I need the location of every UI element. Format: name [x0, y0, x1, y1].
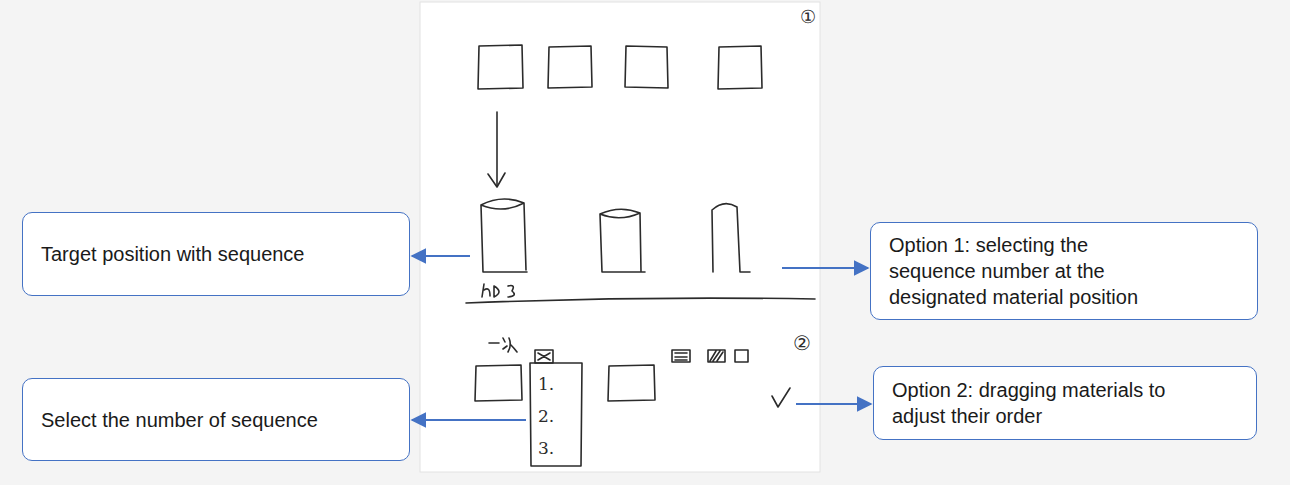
- sequence-number: 2.: [538, 408, 554, 425]
- leader-arrow: [412, 419, 526, 421]
- handwriting-scribble: [489, 338, 517, 352]
- callout-box: Select the number of sequence: [22, 378, 410, 461]
- callout-text: Option 2: dragging materials to adjust t…: [892, 377, 1174, 429]
- drag-thumbnail: [708, 350, 725, 362]
- check-mark: [772, 388, 790, 407]
- callout-text: Target position with sequence: [41, 241, 305, 267]
- target-cylinder: [712, 204, 750, 272]
- pencil-sketch: [466, 45, 815, 466]
- material-square: [475, 365, 522, 401]
- dropdown-header: [535, 350, 553, 363]
- dropdown-list: [530, 363, 582, 466]
- sequence-number: 1.: [538, 376, 554, 393]
- drag-thumbnail: [735, 350, 748, 362]
- paper-sheet: [420, 2, 820, 472]
- material-square: [608, 365, 655, 401]
- leader-arrow: [796, 403, 871, 405]
- target-cylinder: [600, 209, 645, 272]
- sketch-arrow-head: [488, 173, 505, 187]
- callout-box: Option 1: selecting the sequence number …: [870, 222, 1258, 320]
- material-square: [478, 45, 523, 89]
- callout-text: Option 1: selecting the sequence number …: [889, 232, 1171, 310]
- callout-box: Option 2: dragging materials to adjust t…: [873, 366, 1257, 440]
- leader-arrow: [412, 255, 470, 257]
- material-square: [548, 46, 592, 88]
- sequence-number: 3.: [538, 440, 554, 457]
- option-number: ①: [800, 8, 816, 26]
- drag-thumbnail: [672, 350, 690, 362]
- sketch-arrow: [496, 112, 498, 186]
- divider-line: [466, 298, 815, 303]
- target-cylinder: [481, 199, 527, 272]
- handwriting-scribble: [482, 284, 514, 297]
- option-number: ②: [793, 333, 811, 353]
- callout-box: Target position with sequence: [22, 212, 410, 296]
- material-square: [718, 46, 762, 89]
- callout-arrows: [412, 256, 871, 420]
- leader-arrow: [782, 267, 868, 269]
- callout-text: Select the number of sequence: [41, 407, 318, 433]
- material-square: [625, 46, 668, 88]
